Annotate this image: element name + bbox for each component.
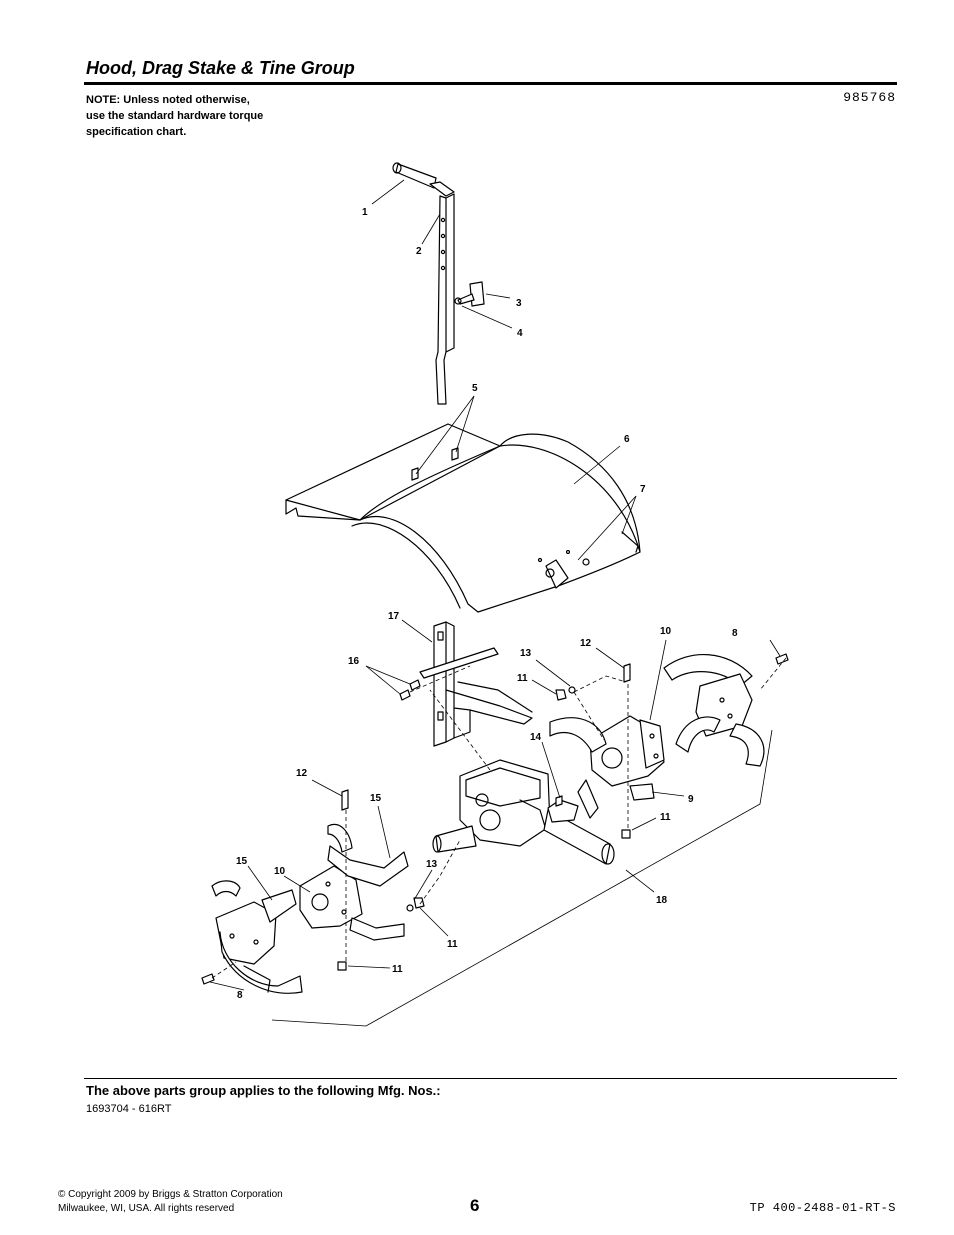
callout-label: 11 <box>660 812 671 823</box>
tine-bolt <box>775 653 789 665</box>
callout-label: 1 <box>362 207 368 218</box>
callout-label: 4 <box>517 328 523 339</box>
tiller-hood <box>285 423 641 613</box>
callout-label: 11 <box>517 673 528 684</box>
drag-stake-bracket <box>419 621 533 747</box>
shaft-bolt <box>555 795 563 807</box>
torque-note: NOTE: Unless noted otherwise, use the st… <box>86 92 326 140</box>
callout-label: 10 <box>660 626 672 637</box>
right-tine-assembly <box>549 653 765 819</box>
callout-label: 12 <box>580 638 592 649</box>
drag-stake-handle <box>392 162 455 197</box>
callout-label: 13 <box>520 648 532 659</box>
note-line: specification chart. <box>86 126 187 138</box>
callout-label: 11 <box>392 964 403 975</box>
stake-pin <box>454 281 485 307</box>
page-number: 6 <box>470 1196 480 1215</box>
callout-label: 17 <box>388 611 400 622</box>
callout-label: 9 <box>688 794 694 805</box>
copyright-line: © Copyright 2009 by Briggs & Stratton Co… <box>58 1189 283 1200</box>
callout-label: 6 <box>624 434 630 445</box>
lock-washer <box>406 904 414 912</box>
tine-bolt <box>341 789 349 811</box>
bracket-bolt <box>399 679 421 701</box>
gearbox <box>432 759 551 853</box>
page-title: Hood, Drag Stake & Tine Group <box>86 58 355 78</box>
applies-heading: The above parts group applies to the fol… <box>86 1083 441 1098</box>
assembly-lines <box>211 657 787 979</box>
callout-label: 8 <box>237 990 243 1001</box>
callout-label: 5 <box>472 383 478 394</box>
callout-label: 12 <box>296 768 308 779</box>
callout-label: 8 <box>732 628 738 639</box>
hex-nut <box>413 897 425 909</box>
tp-number: TP 400-2488-01-RT-S <box>749 1201 896 1215</box>
baseline-lines <box>271 729 773 1027</box>
copyright-line: Milwaukee, WI, USA. All rights reserved <box>58 1203 235 1214</box>
callout-label: 10 <box>274 866 286 877</box>
tine-bolt <box>201 973 215 985</box>
callout-label: 18 <box>656 895 668 906</box>
callout-label: 16 <box>348 656 360 667</box>
note-line: use the standard hardware torque <box>86 110 264 122</box>
callout-label: 13 <box>426 859 438 870</box>
callout-label: 7 <box>640 484 646 495</box>
left-tine-assembly <box>211 823 409 994</box>
document-number: 985768 <box>843 90 896 105</box>
callout-label: 2 <box>416 246 422 257</box>
callout-label: 15 <box>236 856 248 867</box>
mfg-numbers: 1693704 - 616RT <box>86 1103 172 1115</box>
footer-rule <box>84 1078 897 1079</box>
hex-nut <box>621 829 631 839</box>
callout-label: 3 <box>516 298 522 309</box>
copyright-notice: © Copyright 2009 by Briggs & Stratton Co… <box>58 1188 283 1216</box>
callout-label: 14 <box>530 732 542 743</box>
hex-nut <box>555 689 567 701</box>
hex-nut <box>337 961 347 971</box>
drag-stake-bar <box>435 193 455 405</box>
lock-washer <box>568 686 576 694</box>
tine-bolt <box>623 663 631 683</box>
note-line: NOTE: Unless noted otherwise, <box>86 94 250 106</box>
leader-lines <box>209 179 781 991</box>
tine-shaft <box>543 799 615 865</box>
callout-labels: 1 2 3 4 5 6 7 8 10 12 13 11 17 16 14 9 1… <box>236 207 738 1001</box>
header-rule <box>84 82 897 85</box>
callout-label: 11 <box>447 939 458 950</box>
callout-label: 15 <box>370 793 382 804</box>
